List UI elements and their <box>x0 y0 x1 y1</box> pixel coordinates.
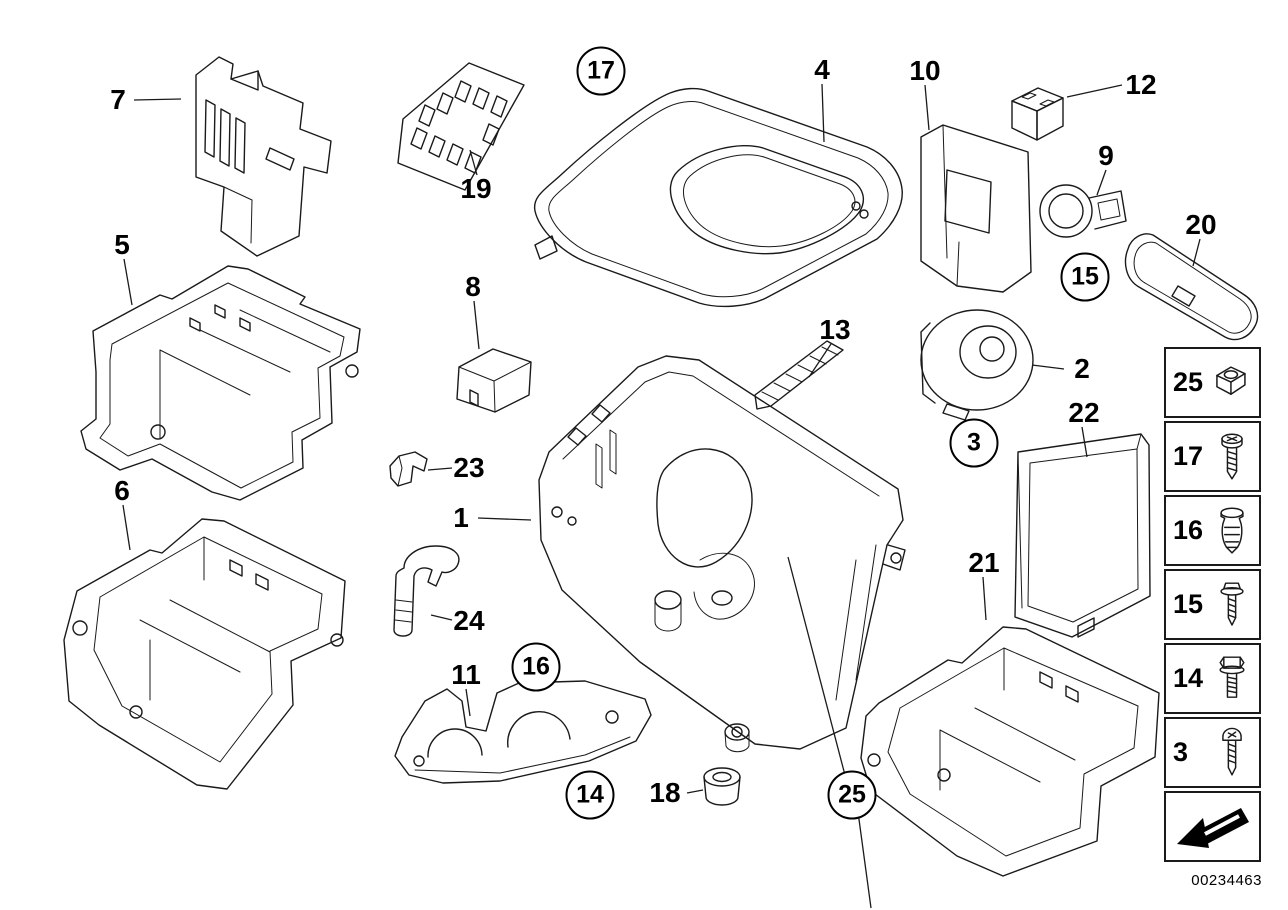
legend-label-3: 3 <box>1173 737 1189 767</box>
callout-16-circle[interactable]: 16 <box>511 642 561 692</box>
part-10-drawing <box>920 124 1032 293</box>
part-24-drawing <box>393 545 460 637</box>
legend-label-17: 17 <box>1173 441 1204 471</box>
part-9-drawing <box>1039 184 1127 238</box>
part-1-drawing <box>538 355 906 753</box>
part-18-drawing <box>703 767 741 806</box>
part-11-drawing <box>394 680 652 784</box>
phillips-screw-icon <box>1212 427 1252 487</box>
part-20-drawing <box>1124 233 1259 341</box>
direction-arrow-icon <box>1171 798 1255 856</box>
callout-6[interactable]: 6 <box>114 475 130 506</box>
legend-row-15[interactable]: 15 <box>1164 569 1261 640</box>
legend-row-14[interactable]: 14 <box>1164 643 1261 714</box>
part-13-drawing <box>754 340 844 410</box>
callout-8[interactable]: 8 <box>465 271 481 302</box>
legend-row-25[interactable]: 25 <box>1164 347 1261 418</box>
part-5-drawing <box>80 265 361 501</box>
square-nut-icon <box>1208 355 1252 411</box>
callout-11[interactable]: 11 <box>451 659 481 690</box>
part-6-drawing <box>63 518 346 790</box>
legend-row-3[interactable]: 3 <box>1164 717 1261 788</box>
callout-2[interactable]: 2 <box>1074 353 1090 384</box>
callout-4[interactable]: 4 <box>814 54 830 85</box>
callout-13[interactable]: 13 <box>819 314 851 345</box>
callout-7[interactable]: 7 <box>110 84 126 115</box>
callout-20[interactable]: 20 <box>1185 209 1217 240</box>
part-19-drawing <box>397 62 525 191</box>
leader-lines <box>122 83 1201 909</box>
callout-10[interactable]: 10 <box>909 55 941 86</box>
legend-label-16: 16 <box>1173 515 1204 545</box>
callout-21[interactable]: 21 <box>968 547 1000 578</box>
callout-23[interactable]: 23 <box>453 452 485 483</box>
callout-3-circle[interactable]: 3 <box>949 418 999 468</box>
pan-head-screw-icon <box>1212 723 1252 783</box>
tapping-screw-icon <box>1212 575 1252 635</box>
part-7-drawing <box>195 56 332 257</box>
part-12-drawing <box>1011 87 1064 141</box>
callout-24[interactable]: 24 <box>453 605 485 636</box>
legend-label-25: 25 <box>1173 367 1204 397</box>
legend-label-14: 14 <box>1173 663 1204 693</box>
callout-5[interactable]: 5 <box>114 229 130 260</box>
part-8-drawing <box>456 348 532 413</box>
legend-row-16[interactable]: 16 <box>1164 495 1261 566</box>
callout-22[interactable]: 22 <box>1068 397 1100 428</box>
legend-row-17[interactable]: 17 <box>1164 421 1261 492</box>
callout-18[interactable]: 18 <box>649 777 681 808</box>
expansion-plug-icon <box>1212 501 1252 561</box>
callout-12[interactable]: 12 <box>1125 69 1157 100</box>
fastener-legend: 25 17 <box>1164 347 1261 862</box>
callout-1[interactable]: 1 <box>453 502 469 533</box>
legend-row-arrow <box>1164 791 1261 862</box>
part-22-drawing <box>1014 433 1151 638</box>
part-4-drawing <box>533 87 903 308</box>
part-2-drawing <box>920 309 1034 421</box>
callout-19[interactable]: 19 <box>460 173 492 204</box>
callout-9[interactable]: 9 <box>1098 140 1114 171</box>
callout-17-circle[interactable]: 17 <box>576 46 626 96</box>
part-21-drawing <box>860 626 1160 877</box>
legend-label-15: 15 <box>1173 589 1204 619</box>
callout-15-circle[interactable]: 15 <box>1060 252 1110 302</box>
callout-25-circle[interactable]: 25 <box>827 770 877 820</box>
part-23-drawing <box>389 451 428 487</box>
hex-flange-bolt-icon <box>1212 649 1252 709</box>
document-number: 00234463 <box>1191 872 1262 889</box>
callout-14-circle[interactable]: 14 <box>565 770 615 820</box>
